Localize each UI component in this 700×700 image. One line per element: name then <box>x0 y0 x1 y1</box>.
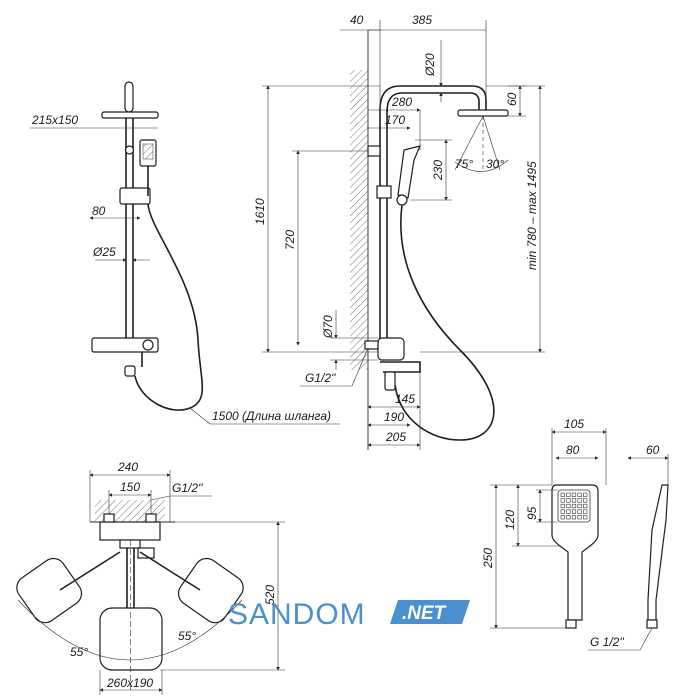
side-view: 75° 30° 40 385 Ø20 60 280 170 <box>253 13 545 450</box>
dim-angle-30: 30° <box>486 157 504 171</box>
top-view: 240 150 G1/2'' 520 55° 55° 260x190 <box>16 460 285 695</box>
nozzle <box>560 509 565 514</box>
dim-inlet-thread: G1/2'' <box>305 371 336 385</box>
spout-side <box>380 361 421 373</box>
nozzle <box>577 515 582 520</box>
nozzle <box>560 492 565 497</box>
hand-shower-side-detail <box>647 484 669 621</box>
dim-wall-offset: 40 <box>350 13 364 27</box>
nozzle <box>577 498 582 503</box>
watermark-brand: SANDOM <box>228 598 366 631</box>
head-top-center <box>99 607 163 671</box>
dim-hand-height: 230 <box>431 160 445 181</box>
head-top-right <box>177 557 244 624</box>
dim-hand-thread: G 1/2'' <box>590 635 625 649</box>
dim-angle-left-55: 55° <box>70 645 88 659</box>
nozzle <box>583 492 588 497</box>
hose-side <box>394 204 495 441</box>
nozzle <box>560 515 565 520</box>
dim-arm-reach: 385 <box>412 13 432 27</box>
head-top-left <box>16 557 83 624</box>
nozzle <box>571 509 577 514</box>
nozzle <box>583 515 588 520</box>
watermark-badge <box>390 600 470 624</box>
dim-total-height: 1610 <box>253 198 267 225</box>
nozzle <box>571 503 577 509</box>
dim-spout-190: 190 <box>384 410 404 424</box>
nozzle <box>566 509 571 514</box>
dim-depth-hand: 60 <box>646 443 660 457</box>
dim-bar-diameter: Ø25 <box>92 245 116 259</box>
hand-shower-side <box>397 145 422 199</box>
thermostatic-mixer <box>91 337 159 353</box>
rod-top <box>124 81 134 113</box>
dim-head-length: 120 <box>503 510 517 530</box>
mixer-top <box>99 521 161 541</box>
nozzle <box>566 492 571 497</box>
wall-hatch <box>350 70 368 370</box>
dim-280: 280 <box>391 95 412 109</box>
hand-shower-detail: 105 80 60 250 120 95 G 1/2'' <box>481 417 669 651</box>
nozzle <box>577 503 582 509</box>
watermark: SANDOM .NET <box>228 598 470 631</box>
dim-head-size: 260x190 <box>106 676 153 690</box>
dim-overhead-size: 215x150 <box>31 113 78 127</box>
dim-head-height: 60 <box>505 92 519 106</box>
dim-depth: 520 <box>263 585 277 605</box>
shower-arm <box>379 85 487 111</box>
dim-angle-right-55: 55° <box>178 629 196 643</box>
dim-inlet-spacing: 150 <box>120 480 140 494</box>
dim-total-length: 250 <box>481 548 495 569</box>
dim-angle-75: 75° <box>455 157 473 171</box>
hose-front <box>134 203 204 411</box>
nozzle <box>560 498 565 503</box>
nozzle <box>571 492 577 497</box>
nozzle <box>571 498 577 503</box>
dim-mixer-width: 240 <box>117 460 138 474</box>
nozzle <box>577 509 582 514</box>
dim-arm-diameter: Ø20 <box>423 53 437 77</box>
dim-mixer-diameter: Ø70 <box>321 315 335 339</box>
dim-top-inlet-thread: G1/2'' <box>172 481 203 495</box>
nozzle <box>566 498 571 503</box>
slider-holder <box>119 187 151 205</box>
nozzle <box>583 503 588 509</box>
overhead-head-side <box>457 109 509 117</box>
nozzle <box>577 492 582 497</box>
nozzle <box>560 503 565 509</box>
watermark-suffix: .NET <box>402 603 447 624</box>
overhead-shower <box>101 111 159 119</box>
dim-face-length: 95 <box>525 506 539 520</box>
dim-bar-offset: 80 <box>92 204 106 218</box>
nozzle <box>583 498 588 503</box>
dim-spout-205: 205 <box>385 430 406 444</box>
dim-width-face: 80 <box>566 443 580 457</box>
mixer-side <box>377 337 405 361</box>
dim-170: 170 <box>385 113 405 127</box>
nozzle-grid <box>560 492 588 520</box>
dim-hose-length: 1500 (Длина шланга) <box>212 409 331 423</box>
front-view: 215x150 80 Ø25 1500 (Длина шланга) <box>30 81 340 425</box>
nozzle <box>566 515 571 520</box>
dim-width-total: 105 <box>564 417 584 431</box>
nozzle <box>566 503 571 509</box>
dim-adjust-range: min 780 – max 1495 <box>525 161 539 270</box>
dim-bracket-height: 720 <box>283 230 297 250</box>
rotation-arc <box>17 599 243 661</box>
dim-spout-145: 145 <box>395 392 415 406</box>
nozzle <box>583 509 588 514</box>
nozzle <box>571 515 577 520</box>
